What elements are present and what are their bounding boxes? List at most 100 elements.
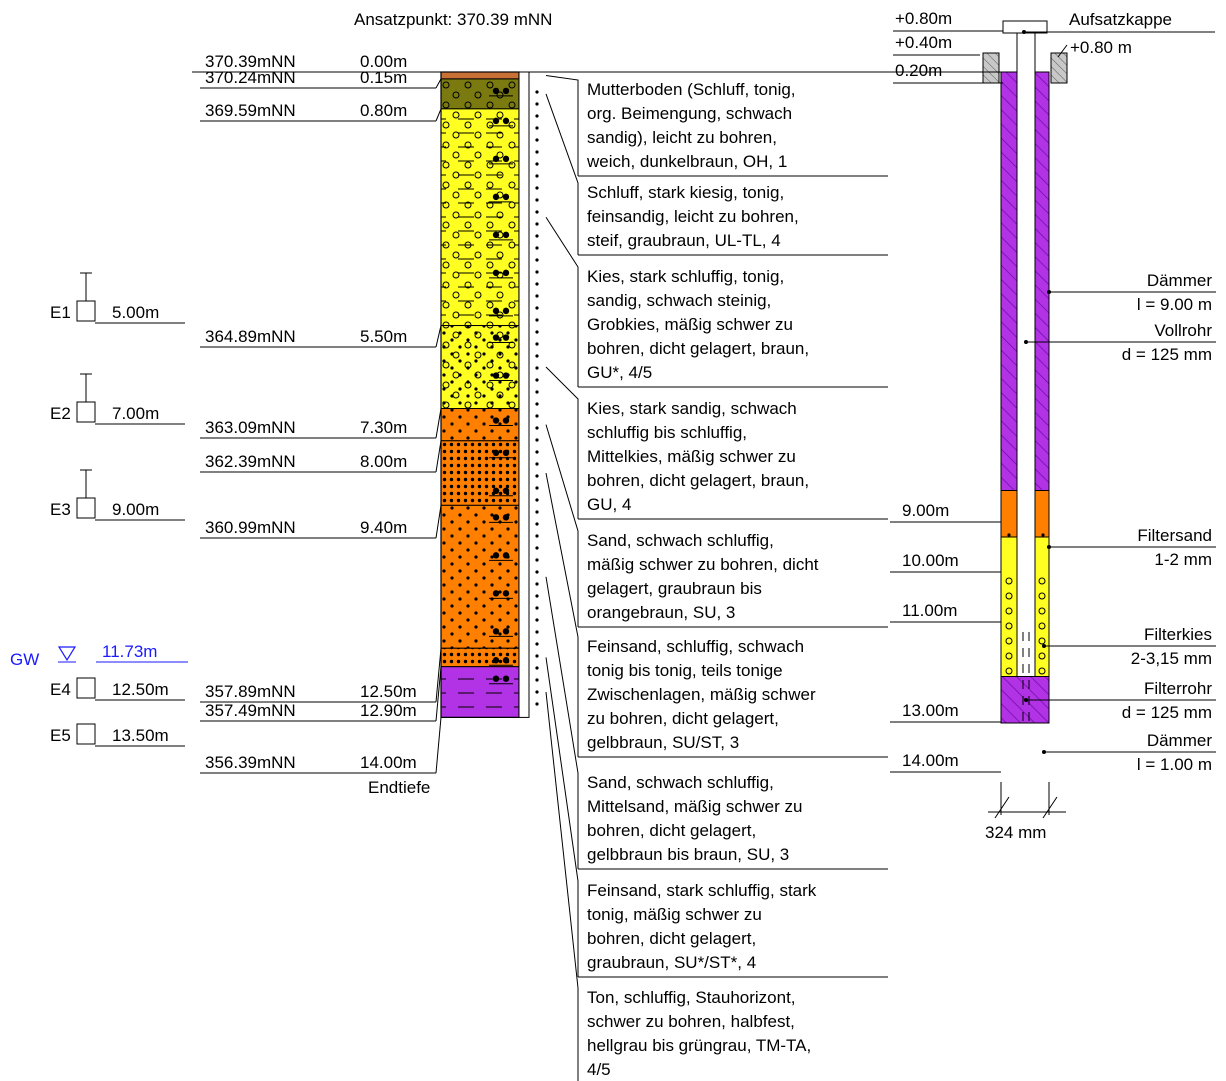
soil-layer-pattern — [441, 108, 519, 326]
seal-right — [1034, 71, 1050, 491]
layer-description-line: Mittelkies, mäßig schwer zu — [587, 447, 796, 466]
dotted-marker — [535, 294, 539, 298]
cap-label: Aufsatzkappe — [1069, 10, 1172, 29]
layer-description-line: 4/5 — [587, 1060, 611, 1079]
dotted-marker — [535, 666, 539, 670]
dotted-marker — [535, 102, 539, 106]
cap-anchor — [1022, 30, 1026, 34]
sample-box — [76, 300, 96, 322]
level-depth: 12.50m — [360, 682, 417, 701]
silt-symbol — [492, 552, 500, 559]
description-connector — [545, 424, 579, 627]
well-depth-label: 14.00m — [902, 751, 959, 770]
level-depth: 0.00m — [360, 52, 407, 71]
layer-description-line: sandig), leicht zu bohren, — [587, 128, 777, 147]
dotted-marker — [535, 138, 539, 142]
dotted-marker — [535, 450, 539, 454]
layer-description-line: Sand, schwach schluffig, — [587, 531, 774, 550]
description-connector — [545, 691, 579, 1081]
layer-description-line: org. Beimengung, schwach — [587, 104, 792, 123]
silt-symbol — [502, 487, 510, 494]
seal-left — [1000, 71, 1018, 491]
silt-symbol — [502, 334, 510, 341]
filter-sand-right — [1034, 490, 1050, 538]
description-connector — [545, 74, 579, 176]
filter-sand-dot — [1007, 533, 1011, 537]
layer-description-line: gelagert, graubraun bis — [587, 579, 762, 598]
layer-description-line: mäßig schwer zu bohren, dicht — [587, 555, 819, 574]
silt-symbol — [502, 87, 510, 95]
silt-symbol — [492, 590, 500, 597]
description-connector — [545, 366, 579, 519]
well-annotation-title: Filterrohr — [1144, 679, 1212, 698]
cap-height-leader — [1057, 44, 1068, 58]
well-depth-label: 11.00m — [902, 601, 957, 620]
silt-symbol — [502, 552, 510, 559]
dotted-marker — [535, 486, 539, 490]
filter-gravel-right — [1034, 536, 1050, 677]
dotted-marker — [535, 198, 539, 202]
well-annotation-anchor — [1042, 750, 1046, 754]
dotted-marker — [535, 678, 539, 682]
layer-description-line: hellgrau bis grüngrau, TM-TA, — [587, 1036, 811, 1055]
silt-symbol — [492, 269, 500, 277]
level-elevation: 360.99mNN — [205, 518, 296, 537]
layer-description-line: schwer zu bohren, halbfest, — [587, 1012, 795, 1031]
level-elevation: 362.39mNN — [205, 452, 296, 471]
level-leader — [435, 666, 442, 722]
silt-symbol — [492, 628, 500, 635]
layer-description-line: gelbbraun bis braun, SU, 3 — [587, 845, 789, 864]
level-depth: 0.80m — [360, 101, 407, 120]
layer-description-line: graubraun, SU*/ST*, 4 — [587, 953, 756, 972]
diameter-slash — [1042, 796, 1058, 819]
layer-description-line: Kies, stark schluffig, tonig, — [587, 267, 784, 286]
dotted-marker — [535, 414, 539, 418]
layer-description-line: Grobkies, mäßig schwer zu — [587, 315, 793, 334]
sample-box — [76, 401, 96, 423]
level-leader — [435, 78, 442, 89]
well-annotation-value: d = 125 mm — [1122, 345, 1212, 364]
diameter-label: 324 mm — [985, 823, 1046, 842]
dotted-marker — [535, 318, 539, 322]
dotted-marker — [535, 270, 539, 274]
filter-gravel-symbol — [1038, 622, 1046, 630]
level-elevation: 356.39mNN — [205, 753, 296, 772]
description-connector — [545, 472, 579, 757]
silt-symbol — [492, 372, 500, 379]
layer-description-line: steif, graubraun, UL-TL, 4 — [587, 231, 781, 250]
layer-description-line: Mittelsand, mäßig schwer zu — [587, 797, 802, 816]
layer-description-line: gelbbraun, SU/ST, 3 — [587, 733, 739, 752]
layer-description-line: sandig, schwach steinig, — [587, 291, 771, 310]
well-height-label: +0.80m — [895, 9, 952, 28]
sample-depth: 7.00m — [112, 404, 159, 423]
layer-description-line: schluffig bis schluffig, — [587, 423, 747, 442]
filter-gravel-symbol — [1005, 652, 1013, 660]
level-elevation: 363.09mNN — [205, 418, 296, 437]
silt-symbol — [492, 657, 500, 664]
sample-box — [76, 723, 96, 745]
well-depth-label: 13.00m — [902, 701, 959, 720]
layer-description-line: Kies, stark sandig, schwach — [587, 399, 797, 418]
filter-gravel-symbol — [1005, 637, 1013, 645]
dotted-marker — [535, 330, 539, 334]
level-elevation: 357.49mNN — [205, 701, 296, 720]
dotted-marker — [535, 642, 539, 646]
layer-description-line: tonig, mäßig schwer zu — [587, 905, 762, 924]
filter-gravel-symbol — [1005, 607, 1013, 615]
layer-description-line: tonig bis tonig, teils tonige — [587, 661, 783, 680]
dotted-marker — [535, 654, 539, 658]
dotted-marker — [535, 126, 539, 130]
filter-gravel-symbol — [1038, 637, 1046, 645]
dotted-marker — [535, 534, 539, 538]
silt-symbol — [502, 628, 510, 635]
dotted-marker — [535, 546, 539, 550]
dotted-marker — [535, 402, 539, 406]
filter-gravel-symbol — [1038, 592, 1046, 600]
level-elevation: 370.39mNN — [205, 52, 296, 71]
silt-symbol — [502, 514, 510, 521]
silt-symbol — [502, 449, 510, 456]
filter-sand-left — [1000, 490, 1018, 538]
soil-layer-pattern — [441, 505, 519, 649]
groundwater-triangle — [57, 646, 77, 662]
